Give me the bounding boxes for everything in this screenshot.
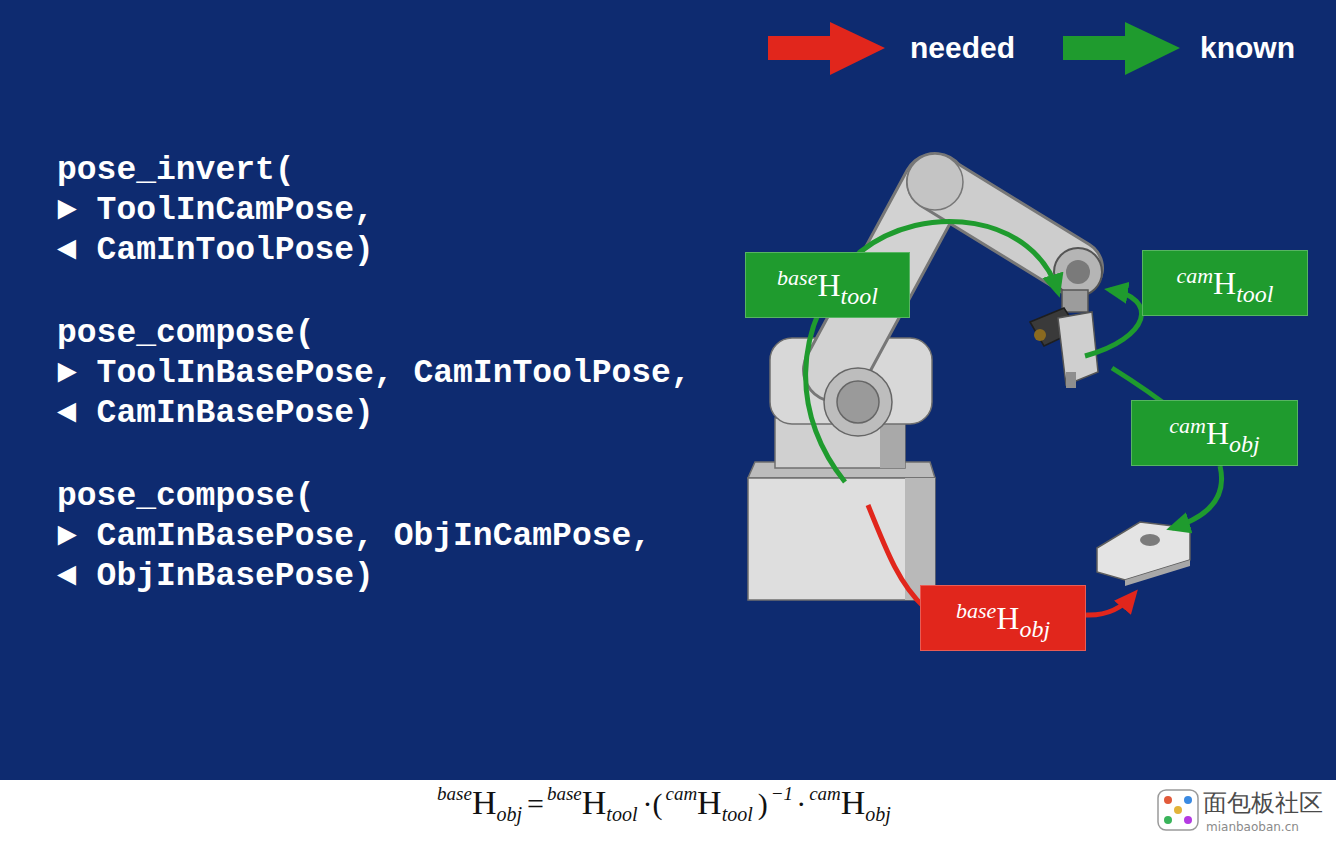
- pedestal-side: [905, 478, 935, 600]
- formula-superscript: base: [437, 783, 472, 804]
- transform-label-box: baseHobj: [920, 585, 1086, 651]
- workpiece-hole: [1140, 534, 1160, 546]
- gripper-finger: [1066, 372, 1076, 388]
- code-line: ◄ CamInBasePose): [57, 395, 374, 433]
- legend-arrow: [1063, 22, 1180, 75]
- formula-operator: ·: [796, 787, 806, 820]
- background: [0, 0, 1336, 780]
- watermark: 面包板社区: [1203, 789, 1323, 817]
- formula-superscript: cam: [809, 783, 841, 804]
- transform-label-box: baseHtool: [745, 252, 910, 318]
- legend-marks: [768, 22, 1180, 75]
- legend-text: known: [1200, 30, 1295, 66]
- watermark-logo: [1158, 790, 1198, 830]
- cam-to-tool-arrow: [1085, 290, 1142, 356]
- workpiece-side: [1125, 560, 1190, 586]
- base-to-obj-line: [868, 505, 925, 608]
- shoulder-joint: [824, 368, 892, 436]
- code-line: pose_invert(: [57, 152, 295, 190]
- cam-to-obj-arrow: [1172, 466, 1222, 528]
- frame-subscript: obj: [1019, 616, 1050, 642]
- formula-operator: =: [527, 787, 544, 820]
- shoulder-joint-hub: [837, 381, 879, 423]
- wrist-hub: [1066, 260, 1090, 284]
- transform-label: baseHobj: [956, 602, 1050, 634]
- frame-superscript: base: [956, 598, 996, 623]
- logo-dot: [1184, 816, 1192, 824]
- code-line: ► ToolInBasePose, CamInToolPose,: [57, 355, 691, 393]
- formula-symbol: H: [841, 784, 866, 821]
- formula: baseHobj=baseHtool·(camHtool)−1·camHobj: [300, 786, 1030, 820]
- code-line: ► CamInBasePose, ObjInCamPose,: [57, 518, 651, 556]
- formula-superscript: −1: [771, 783, 793, 804]
- logo-dot: [1184, 796, 1192, 804]
- elbow-joint: [907, 154, 963, 210]
- legend-text: needed: [910, 30, 1015, 66]
- workpiece: [1097, 522, 1190, 580]
- pedestal: [748, 478, 935, 600]
- watermark-url: mianbaoban.cn: [1206, 820, 1299, 834]
- transform-symbol: H: [996, 600, 1019, 636]
- code-line: pose_compose(: [57, 315, 314, 353]
- code-line: ◄ ObjInBasePose): [57, 558, 374, 596]
- formula-subscript: obj: [496, 803, 522, 825]
- column-side: [880, 418, 905, 468]
- formula-symbol: H: [472, 784, 497, 821]
- transform-symbol: H: [1206, 415, 1229, 451]
- logo-dot: [1164, 816, 1172, 824]
- frame-superscript: base: [777, 265, 817, 290]
- formula-band: [0, 780, 1336, 844]
- frame-superscript: cam: [1176, 263, 1213, 288]
- formula-superscript: cam: [665, 783, 697, 804]
- camera-lens: [1034, 329, 1046, 341]
- wrist-joint: [1054, 248, 1102, 296]
- logo-dot: [1174, 806, 1182, 814]
- frame-superscript: cam: [1169, 413, 1206, 438]
- formula-operator: ): [758, 787, 768, 820]
- transform-label: camHtool: [1176, 267, 1273, 299]
- formula-subscript: tool: [606, 803, 637, 825]
- code-line: ◄ CamInToolPose): [57, 232, 374, 270]
- formula-subscript: tool: [722, 803, 753, 825]
- transform-label-box: camHtool: [1142, 250, 1308, 316]
- transform-symbol: H: [1213, 265, 1236, 301]
- transform-label-box: camHobj: [1131, 400, 1298, 466]
- base-to-obj-arrow: [1086, 594, 1134, 615]
- transform-symbol: H: [817, 267, 840, 303]
- formula-superscript: base: [547, 783, 582, 804]
- flange: [1062, 290, 1088, 312]
- formula-symbol: H: [582, 784, 607, 821]
- frame-subscript: tool: [841, 283, 878, 309]
- transform-label: camHobj: [1169, 417, 1259, 449]
- frame-subscript: tool: [1236, 281, 1273, 307]
- logo-dot: [1164, 796, 1172, 804]
- transform-label: baseHtool: [777, 269, 878, 301]
- formula-subscript: obj: [865, 803, 891, 825]
- code-line: ► ToolInCamPose,: [57, 192, 374, 230]
- gripper: [1058, 312, 1098, 385]
- legend-arrow: [768, 22, 885, 75]
- formula-symbol: H: [697, 784, 722, 821]
- code-line: pose_compose(: [57, 478, 314, 516]
- logo-frame: [1158, 790, 1198, 830]
- frame-subscript: obj: [1229, 431, 1260, 457]
- formula-operator: ·(: [642, 787, 662, 820]
